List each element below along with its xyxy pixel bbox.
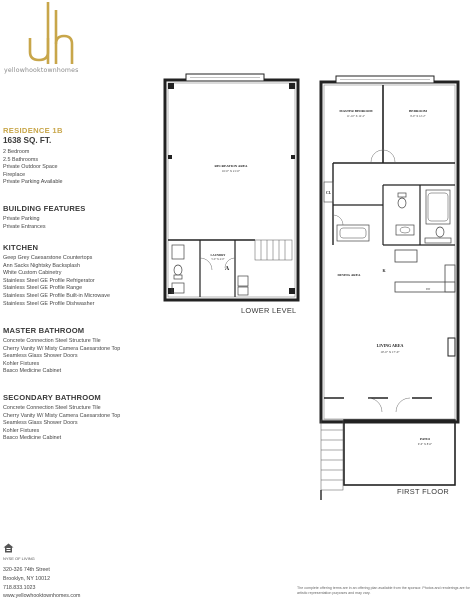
feature-item: Fireplace [3,171,26,178]
building-features-section: BUILDING FEATURES Private Parking Privat… [3,204,168,231]
room-laundry-dim: 5'-0" X 4'-0" [211,258,224,261]
phone-number[interactable]: 718.833.1023 [3,584,36,591]
list-item: Concrete Connection Steel Structure Tile [3,338,101,344]
residence-sqft: 1638 SQ. FT. [3,136,52,145]
room-master-bedroom: MASTER BEDROOM [339,109,373,113]
room-master-bedroom-dim: 11'-10" X 12'-2" [347,115,365,118]
master-bathroom-section: MASTER BATHROOM Concrete Connection Stee… [3,326,168,376]
list-item: Basco Medicine Cabinet [3,435,62,442]
list-item: Cherry Vanity W/ Misty Camera Caesarston… [3,345,121,352]
room-recreation: RECREATION AREA [215,164,249,168]
website-link[interactable]: www.yellowhooktownhomes.com [3,593,81,600]
room-living: LIVING AREA [377,343,404,348]
marker-k: K [382,268,386,273]
list-item: Stainless Steel GE Profile Dishwasher [3,300,95,307]
section-heading: SECONDARY BATHROOM [3,393,101,402]
room-bedroom-dim: 9'-0" X 12'-2" [410,115,426,118]
list-item: Seamless Glass Shower Doors [3,420,78,427]
list-item: Basco Medicine Cabinet [3,368,62,375]
room-patio-dim: 9'-0" X 8'-6" [418,443,432,446]
room-dining: DINING AREA [338,273,361,277]
yh-monogram-icon [28,2,74,64]
feature-item: 2.5 Bathrooms [3,156,39,163]
room-living-dim: 10'-0" X 17'-0" [380,350,400,354]
lower-level-label: LOWER LEVEL [241,306,297,315]
kitchen-section: KITCHEN Geep Grey Caesarstone Countertop… [3,243,168,308]
residence-summary: RESIDENCE 1B 1638 SQ. FT. 2 Bedroom 2.5 … [3,126,168,187]
feature-item: Private Outdoor Space [3,164,58,171]
equal-housing-icon [3,543,14,553]
section-heading: KITCHEN [3,243,39,252]
marker-dw: DW [426,288,431,291]
list-item: Kohler Fixtures [3,427,40,434]
secondary-bathroom-section: SECONDARY BATHROOM Concrete Connection S… [3,393,168,443]
lower-level-plan: RECREATION AREA 16'-0" X 21'-0" LAUNDRY … [163,73,300,302]
list-item: Ann Sacks Nightsky Backsplash [3,262,81,269]
room-laundry: LAUNDRY [211,253,227,257]
list-item: Stainless Steel GE Profile Built-in Micr… [3,292,110,299]
brand-tagline: yellowhooktownhomes [4,67,79,74]
address-line-1: 320-326 74th Street [3,567,50,573]
residence-title: RESIDENCE 1B [3,126,63,135]
marker-a: A [225,266,230,272]
room-recreation-dim: 16'-0" X 21'-0" [222,169,241,173]
brokerage-label: NYSE OF LIVING [3,556,35,561]
list-item: Private Parking [3,216,40,222]
first-floor-plan: MASTER BEDROOM 11'-10" X 12'-2" BEDROOM … [319,75,460,500]
list-item: White Custom Cabinetry [3,270,62,277]
marker-closet: CL [326,191,332,195]
list-item: Private Entrances [3,223,46,230]
feature-item: Private Parking Available [3,179,63,186]
list-item: Geep Grey Caesarstone Countertops [3,255,93,261]
section-heading: BUILDING FEATURES [3,204,86,213]
list-item: Seamless Glass Shower Doors [3,353,78,360]
list-item: Kohler Fixtures [3,360,40,367]
list-item: Cherry Vanity W/ Misty Camera Caesarston… [3,412,121,419]
feature-item: 2 Bedroom [3,149,30,155]
list-item: Stainless Steel GE Profile Refrigerator [3,277,95,284]
list-item: Concrete Connection Steel Structure Tile [3,405,101,411]
room-bedroom: BEDROOM [409,109,428,113]
list-item: Stainless Steel GE Profile Range [3,285,83,292]
section-heading: MASTER BATHROOM [3,326,85,335]
first-floor-label: FIRST FLOOR [397,487,450,496]
disclaimer-text: The complete offering terms are in an of… [297,586,470,595]
room-patio: PATIO [420,437,431,441]
contact-block: 320-326 74th Street Brooklyn, NY 10012 7… [3,566,80,600]
address-line-2: Brooklyn, NY 10012 [3,575,51,582]
brand-logo: yellowhooktownhomes [0,0,120,80]
